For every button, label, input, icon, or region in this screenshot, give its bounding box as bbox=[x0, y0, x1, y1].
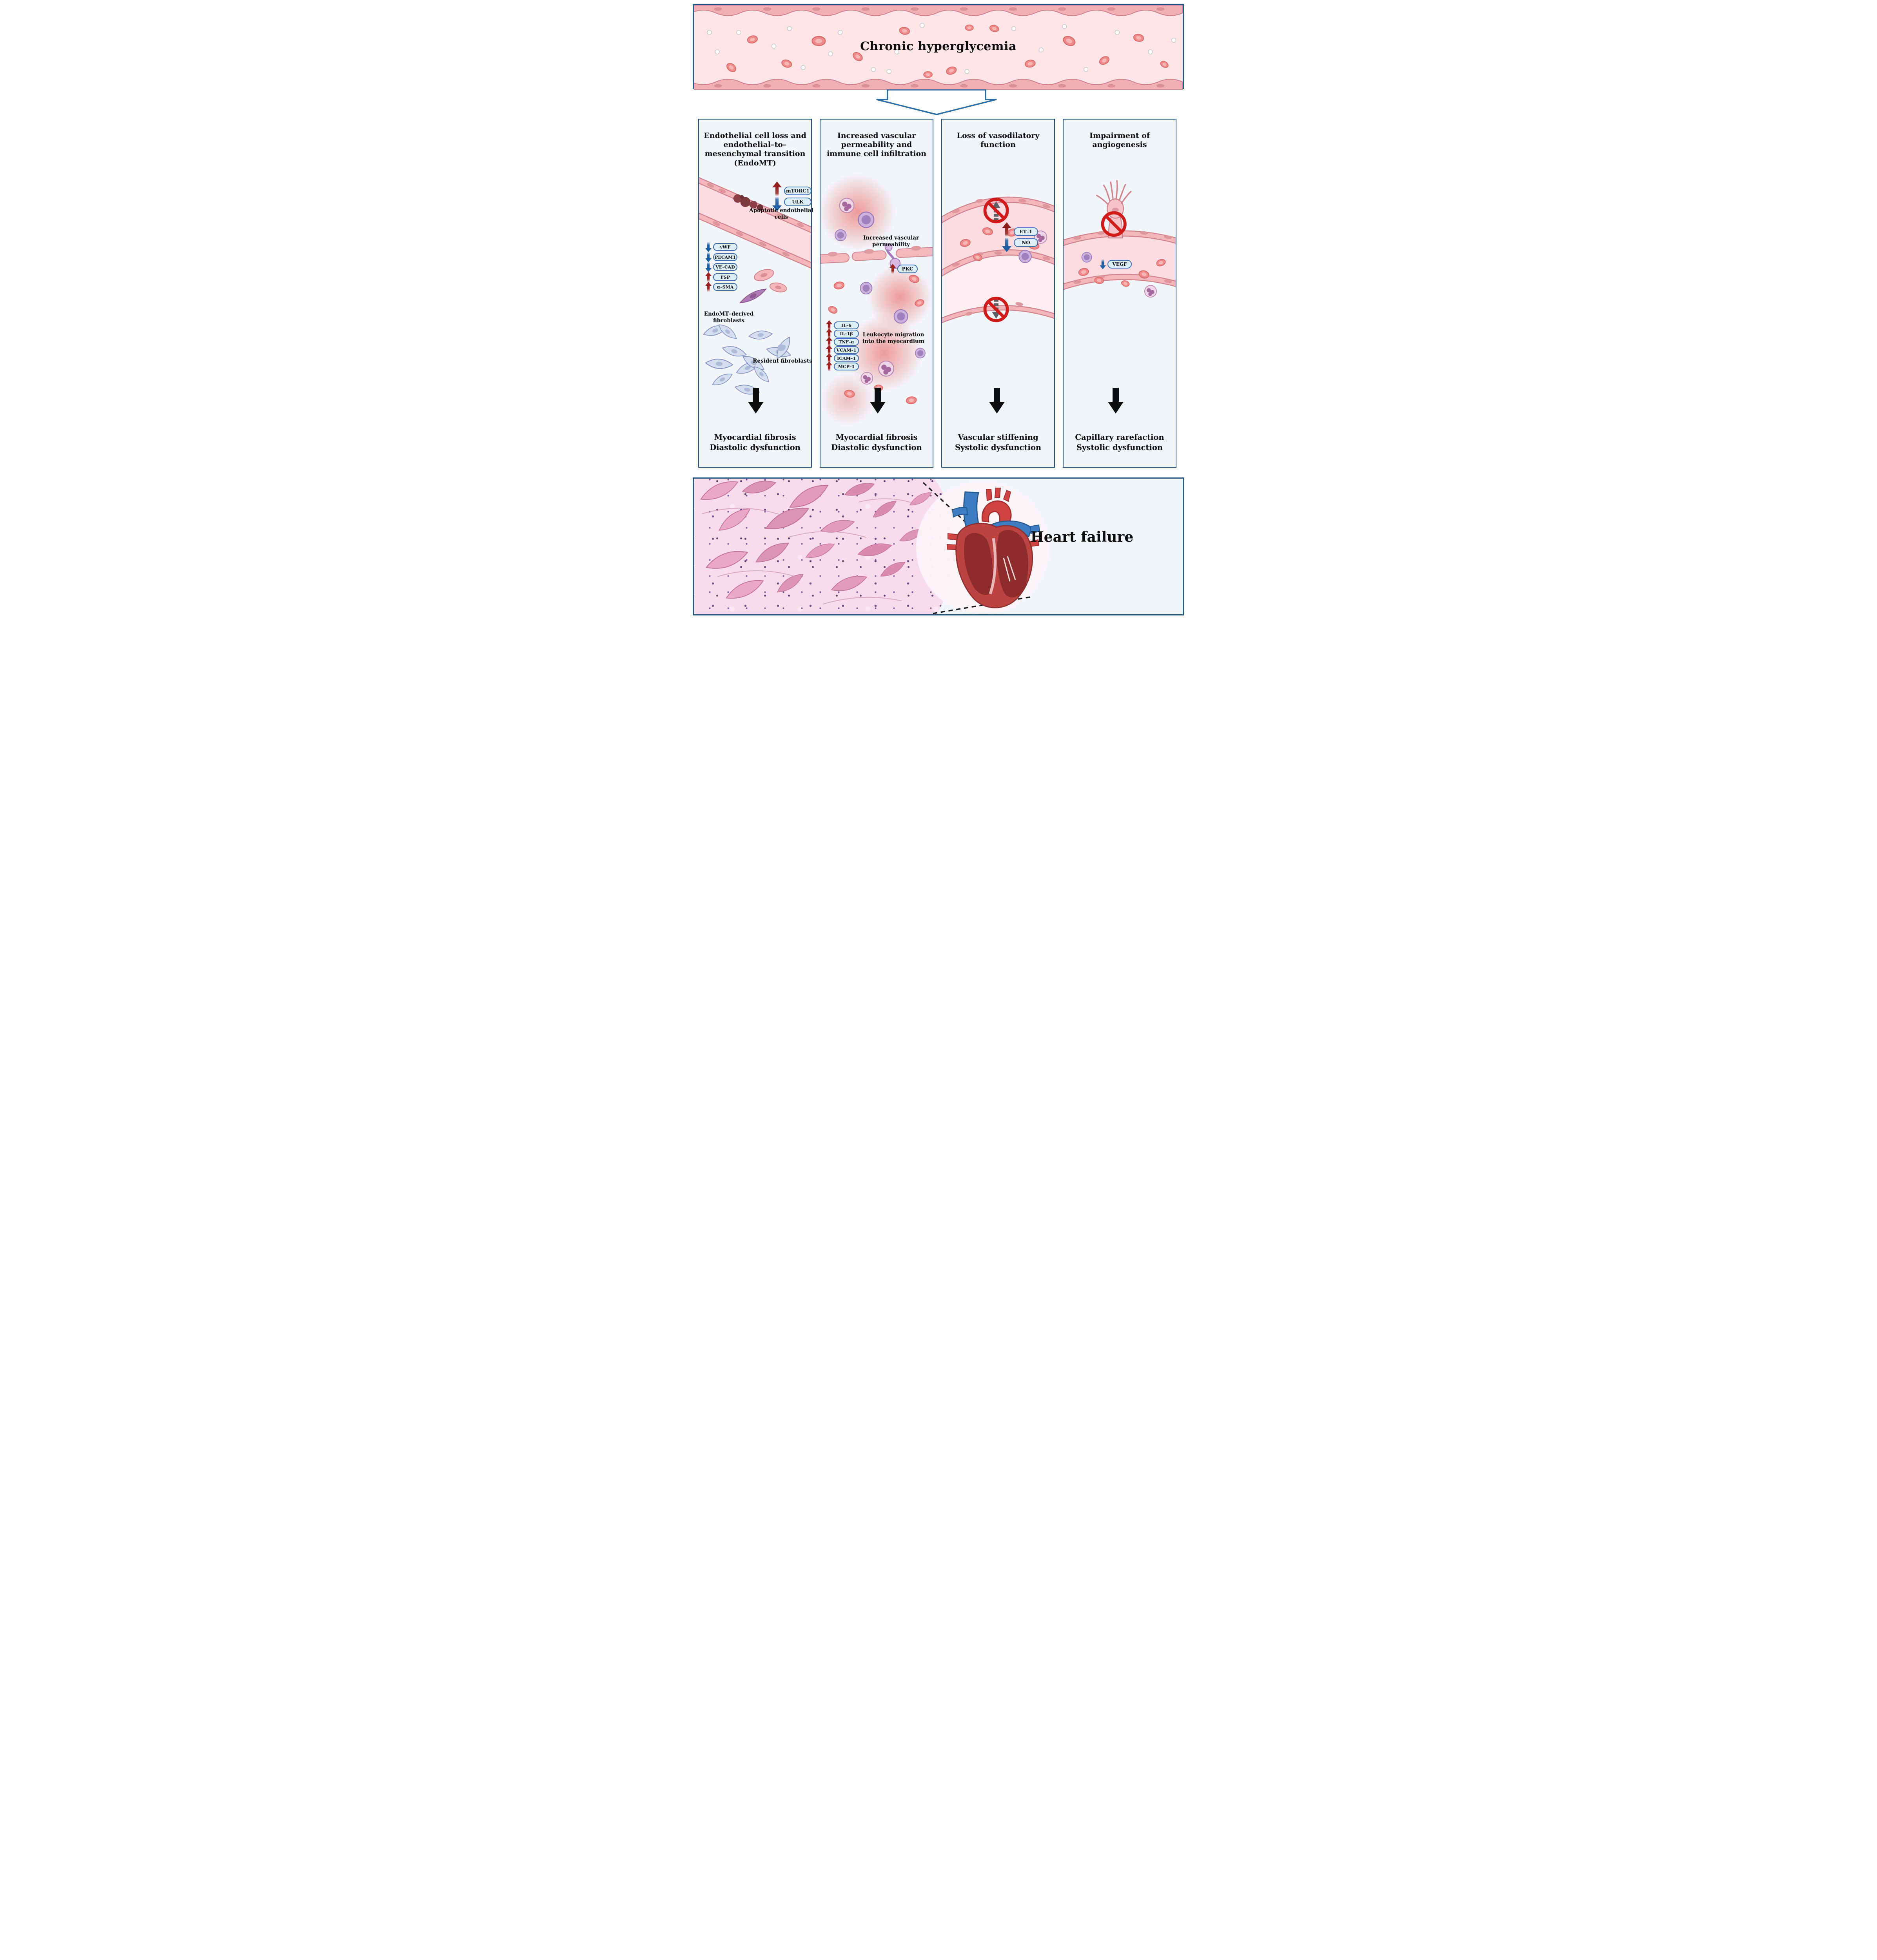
marker-row-mcp1: MCP–1 bbox=[826, 361, 859, 372]
down-arrow-icon bbox=[1100, 259, 1106, 269]
marker-row-vecad: VE–CAD bbox=[705, 262, 737, 272]
down-arrow-icon bbox=[705, 242, 712, 252]
black-down-arrow bbox=[1108, 388, 1124, 414]
marker-row-vcam1: VCAM–1 bbox=[826, 345, 859, 355]
outcome-line: Capillary rarefaction bbox=[1075, 433, 1164, 442]
marker-row-vegf: VEGF bbox=[1100, 259, 1132, 269]
up-down-arrow-icon bbox=[1002, 222, 1011, 252]
panel-title-permeability: Increased vascular permeability and immu… bbox=[826, 131, 927, 158]
marker-row-il1b: IL–1β bbox=[826, 328, 859, 339]
blood-vessel-illustration bbox=[694, 5, 1183, 90]
black-down-arrow bbox=[748, 388, 764, 414]
marker-row-pecam1: PECAM1 bbox=[705, 252, 737, 262]
marker-row-pkc: PKC bbox=[889, 264, 918, 274]
caption-apoptotic-cells: Apoptotic endothelial cells bbox=[749, 207, 813, 221]
molecule-pill-vcam1: VCAM–1 bbox=[834, 346, 859, 354]
molecule-pill-tnfa: TNF–α bbox=[834, 338, 859, 346]
outcome-line: Systolic dysfunction bbox=[1076, 443, 1163, 452]
marker-row-il6: IL–6 bbox=[826, 320, 859, 330]
angiogenesis-illustration bbox=[1064, 180, 1176, 298]
marker-row-fsp: FSP bbox=[705, 272, 737, 282]
panel-title-endomt: Endothelial cell loss and endothelial–to… bbox=[704, 131, 806, 167]
black-down-arrow bbox=[870, 388, 886, 414]
outcome-vasodilation: Vascular stiffening Systolic dysfunction bbox=[942, 432, 1054, 452]
sprouting-capillary-illustration bbox=[1096, 180, 1132, 239]
regulator-group-mtorc1-ulk: mTORC1 ULK bbox=[772, 181, 811, 211]
myocardium-illustration bbox=[694, 479, 957, 614]
molecule-pill-et1: ET–1 bbox=[1014, 227, 1038, 236]
molecule-pill-ulk: ULK bbox=[784, 198, 811, 206]
caption-leukocyte-migration: Leukocyte migration into the myocardium bbox=[862, 332, 925, 345]
molecule-pill-pecam1: PECAM1 bbox=[713, 253, 737, 261]
banner-title: Chronic hyperglycemia bbox=[860, 39, 1017, 53]
outcome-line: Vascular stiffening bbox=[958, 433, 1038, 442]
molecule-pill-vwf: vWF bbox=[713, 243, 737, 251]
molecule-pill-il1b: IL–1β bbox=[834, 330, 859, 338]
marker-row-tnfa: TNF–α bbox=[826, 337, 859, 347]
molecule-pill-asma: α–SMA bbox=[713, 283, 737, 291]
marker-row-icam1: ICAM–1 bbox=[826, 353, 859, 363]
panel-title-angiogenesis: Impairment of angiogenesis bbox=[1089, 131, 1150, 149]
molecule-pill-vecad: VE–CAD bbox=[713, 263, 737, 271]
regulator-group-et1-no: ET–1 NO bbox=[1002, 222, 1038, 252]
outcome-line: Systolic dysfunction bbox=[955, 443, 1042, 452]
up-arrow-icon bbox=[826, 361, 832, 372]
vessel-banner: Chronic hyperglycemia bbox=[693, 4, 1184, 90]
caption-resident-fibroblasts: Resident fibroblasts bbox=[753, 358, 812, 364]
molecule-pill-vegf: VEGF bbox=[1107, 260, 1132, 269]
caption-increased-permeability: Increased vascular permeability bbox=[863, 235, 919, 248]
up-down-arrow-icon bbox=[772, 181, 782, 211]
up-arrow-icon bbox=[889, 264, 896, 274]
outcome-permeability: Myocardial fibrosis Diastolic dysfunctio… bbox=[821, 432, 933, 452]
down-arrow-icon bbox=[705, 262, 712, 272]
marker-row-asma: α–SMA bbox=[705, 282, 737, 292]
molecule-pill-mtorc1: mTORC1 bbox=[784, 187, 811, 195]
up-arrow-icon bbox=[705, 282, 712, 292]
down-arrow-icon bbox=[705, 252, 712, 262]
panel-permeability: Increased vascular permeability and immu… bbox=[820, 119, 933, 468]
molecule-pill-il6: IL–6 bbox=[834, 321, 859, 329]
marker-row-vwf: vWF bbox=[705, 242, 737, 252]
heart-failure-title: Heart failure bbox=[1030, 529, 1134, 545]
heart-failure-panel: Heart failure bbox=[693, 477, 1184, 615]
panel-endomt: Endothelial cell loss and endothelial–to… bbox=[698, 119, 813, 468]
star-fibroblast bbox=[765, 334, 794, 361]
down-flow-arrow bbox=[876, 89, 997, 115]
panel-vasodilation: Loss of vasodilatory function ET–1 NO Va… bbox=[941, 119, 1055, 468]
heart-illustration bbox=[947, 488, 1040, 608]
black-down-arrow bbox=[989, 388, 1005, 414]
panel-angiogenesis: Impairment of angiogenesis VEGF Capillar… bbox=[1063, 119, 1176, 468]
molecule-pill-icam1: ICAM–1 bbox=[834, 354, 859, 362]
panel-title-vasodilation: Loss of vasodilatory function bbox=[957, 131, 1040, 149]
molecule-pill-no: NO bbox=[1014, 238, 1038, 247]
figure-canvas: Chronic hyperglycemia bbox=[688, 0, 1189, 621]
outcome-line: Diastolic dysfunction bbox=[710, 443, 801, 452]
permeability-illustration bbox=[821, 173, 933, 427]
outcome-line: Myocardial fibrosis bbox=[714, 433, 796, 442]
outcome-angiogenesis: Capillary rarefaction Systolic dysfuncti… bbox=[1064, 432, 1176, 452]
molecule-pill-mcp1: MCP–1 bbox=[834, 363, 859, 370]
molecule-pill-fsp: FSP bbox=[713, 273, 737, 281]
heart-zoom-overlay bbox=[916, 481, 1049, 614]
up-arrow-icon bbox=[705, 272, 712, 282]
vasodilation-illustration bbox=[942, 196, 1054, 323]
endomt-illustration bbox=[699, 177, 811, 397]
outcome-endomt: Myocardial fibrosis Diastolic dysfunctio… bbox=[699, 432, 811, 452]
outcome-line: Myocardial fibrosis bbox=[835, 433, 918, 442]
myocardium-fibers bbox=[698, 479, 934, 604]
caption-endomt-fibroblasts: EndoMT–derived fibroblasts bbox=[704, 311, 754, 324]
molecule-pill-pkc: PKC bbox=[897, 265, 918, 273]
outcome-line: Diastolic dysfunction bbox=[831, 443, 922, 452]
